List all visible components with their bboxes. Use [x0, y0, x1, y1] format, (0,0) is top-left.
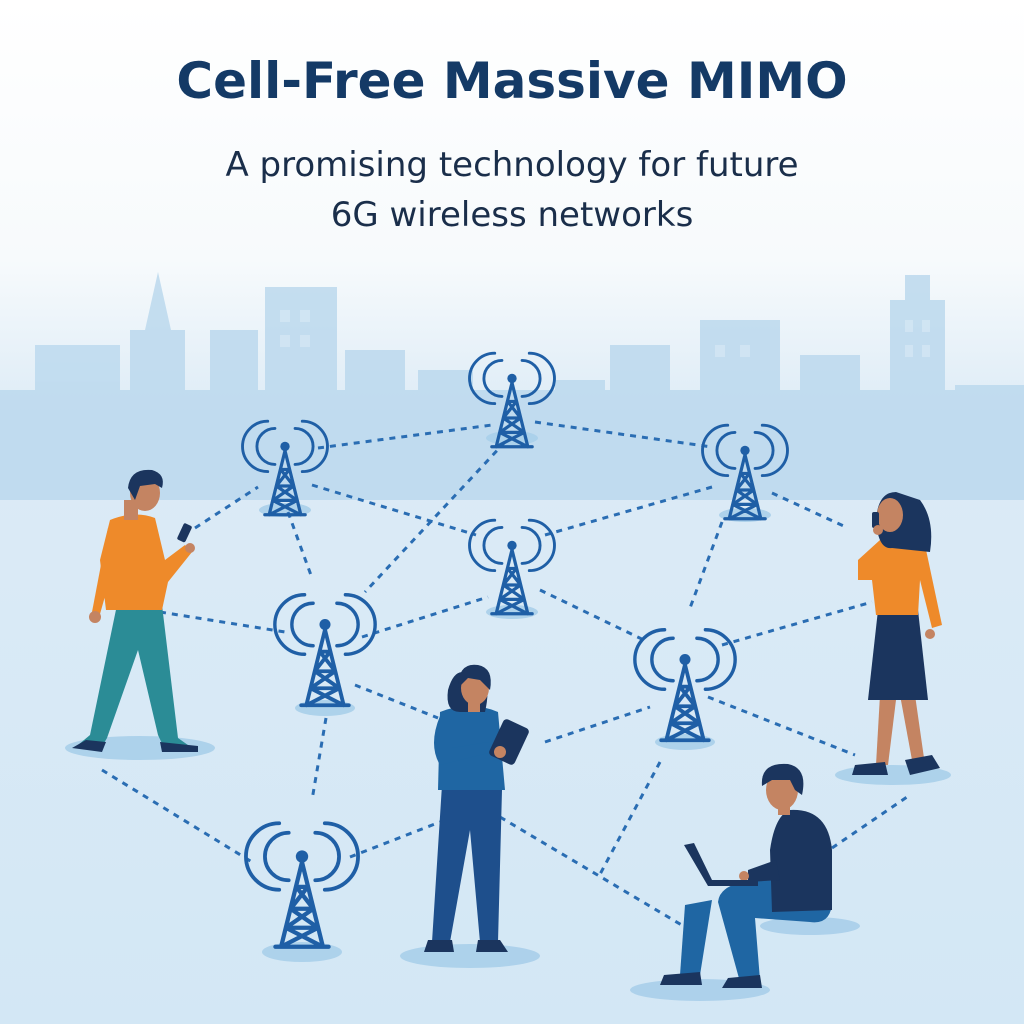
access-point-tower-6: [632, 627, 738, 743]
access-point-tower-7: [246, 823, 358, 947]
subtitle-line-2: 6G wireless networks: [330, 195, 694, 235]
person-with-tablet: [424, 664, 529, 952]
access-point-tower-5: [272, 592, 378, 708]
page-title: Cell-Free Massive MIMO: [176, 52, 848, 110]
person-on-call: [852, 492, 942, 775]
network-links: [101, 420, 911, 932]
person-with-laptop: [660, 763, 832, 988]
subtitle: A promising technology for future 6G wir…: [0, 140, 1024, 240]
person-with-phone: [72, 469, 198, 752]
subtitle-line-1: A promising technology for future: [225, 145, 799, 185]
building-windows: [280, 310, 930, 357]
